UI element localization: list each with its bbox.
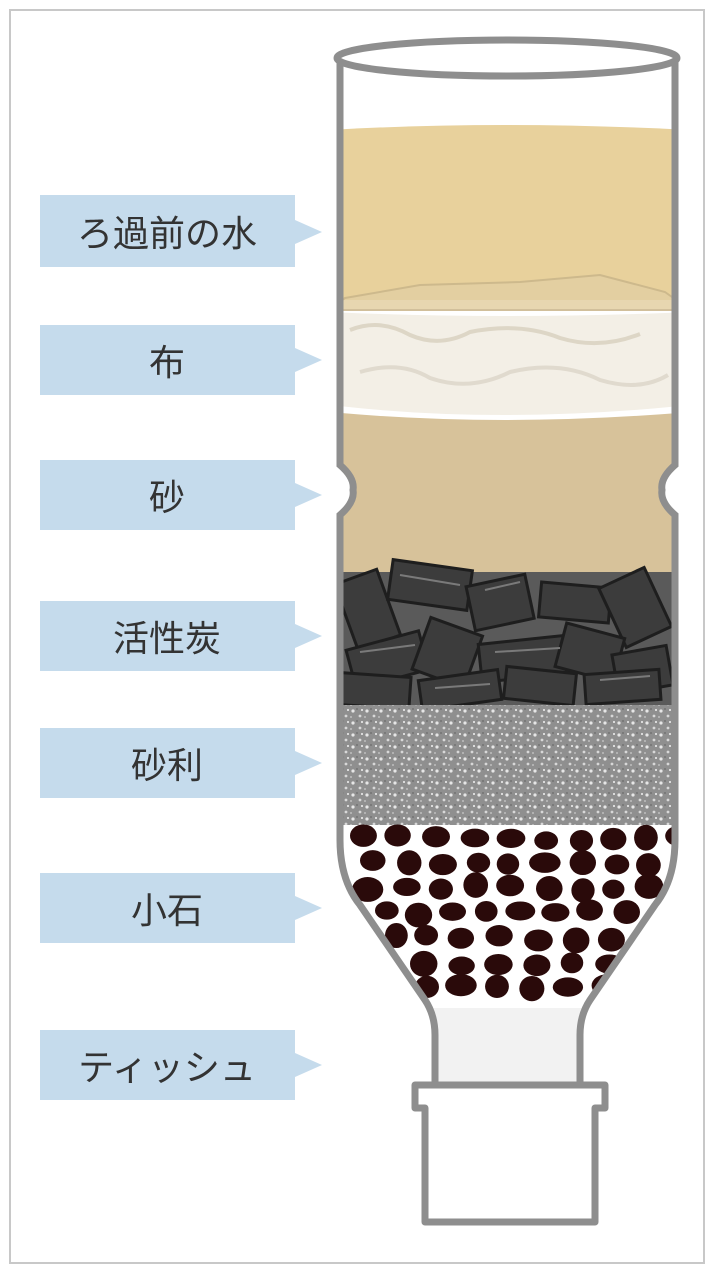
pebble: [534, 831, 559, 850]
bottle-cap: [411, 1081, 609, 1226]
pebble: [505, 901, 536, 921]
label-charcoal: 活性炭: [40, 601, 322, 671]
pebble: [428, 853, 457, 876]
label-tissue-text: ティッシュ: [78, 1048, 256, 1089]
label-water: ろ過前の水: [40, 195, 322, 267]
pebble: [536, 876, 563, 902]
pebble: [529, 852, 561, 873]
pebble: [404, 902, 433, 928]
pebble: [384, 824, 411, 847]
water-sediment: [340, 273, 675, 311]
pebble: [422, 826, 450, 848]
pebble: [414, 924, 439, 946]
pebble: [569, 829, 594, 852]
pebble: [445, 974, 477, 997]
pebble: [474, 900, 498, 922]
label-gravel-text: 砂利: [131, 746, 203, 787]
sand-layer: [340, 412, 675, 585]
pebble: [466, 852, 491, 873]
pebble: [560, 952, 584, 974]
pebble: [597, 927, 625, 952]
pebble: [496, 828, 526, 848]
bottle-rim: [333, 36, 681, 80]
pebble: [562, 927, 590, 954]
label-pebbles-text: 小石: [131, 891, 203, 932]
pebble: [571, 878, 595, 903]
pebble: [519, 975, 545, 1002]
pebble: [524, 929, 553, 952]
label-pebbles: 小石: [40, 873, 322, 943]
label-cloth-text: 布: [149, 343, 185, 384]
pebble: [541, 903, 570, 922]
label-charcoal-text: 活性炭: [113, 619, 221, 660]
gravel-layer: [340, 705, 675, 827]
pebble: [350, 824, 377, 847]
pebble: [634, 824, 658, 851]
label-tissue: ティッシュ: [40, 1030, 322, 1100]
label-water-text: ろ過前の水: [77, 214, 257, 255]
pebble: [485, 974, 509, 999]
pebble: [604, 854, 630, 875]
pebble: [496, 853, 520, 875]
pebble: [375, 901, 399, 920]
pebble: [613, 900, 640, 924]
pebble: [410, 950, 438, 977]
label-cloth: 布: [40, 325, 322, 395]
pebble: [428, 878, 453, 900]
pebble: [634, 873, 664, 899]
pebble: [523, 954, 551, 977]
pebble: [460, 828, 490, 848]
pebble: [397, 850, 422, 876]
pebble: [485, 925, 513, 947]
pebble: [602, 879, 625, 899]
pebble: [385, 922, 408, 949]
pebble: [360, 850, 386, 871]
pebble: [393, 877, 421, 897]
pebble: [352, 877, 384, 902]
pebble: [439, 902, 466, 921]
bottle-outline: [336, 55, 439, 1085]
label-sand-text: 砂: [149, 478, 185, 519]
pebble: [496, 874, 525, 897]
pebble: [600, 827, 627, 851]
pebble: [448, 956, 475, 976]
diagram-frame: [9, 9, 705, 1264]
pebble: [447, 927, 475, 949]
pebble: [569, 850, 596, 876]
pebble: [552, 977, 584, 997]
pebble: [665, 825, 675, 847]
pebble: [463, 872, 489, 898]
water-layer: [340, 125, 675, 300]
pebble: [484, 953, 513, 976]
bottle-layers: [340, 55, 675, 1085]
pebble: [636, 853, 661, 878]
label-gravel: 砂利: [40, 728, 322, 798]
label-sand: 砂: [40, 460, 322, 530]
pebble: [576, 899, 603, 921]
